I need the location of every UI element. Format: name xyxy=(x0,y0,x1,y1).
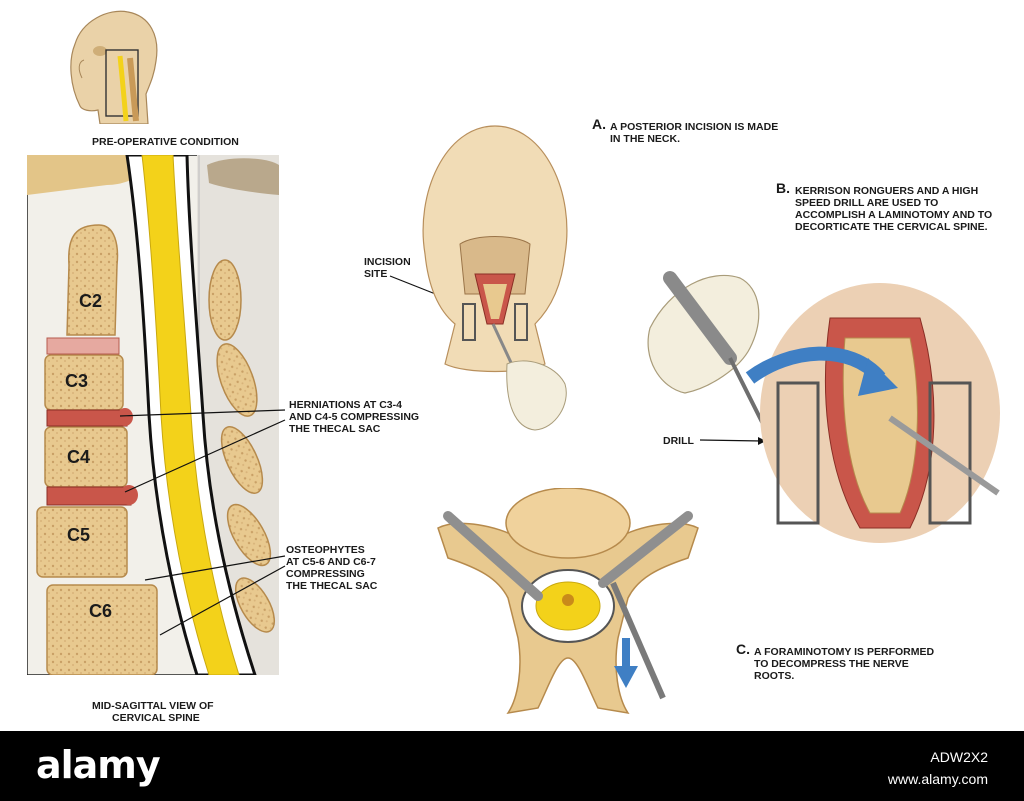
site-url: www.alamy.com xyxy=(887,771,988,787)
step-c-letter: C. xyxy=(736,641,750,657)
preop-caption: PRE-OPERATIVE CONDITION xyxy=(92,136,239,148)
herniation-label: HERNIATIONS AT C3-4 AND C4-5 COMPRESSING… xyxy=(289,399,420,435)
step-b-letter: B. xyxy=(776,180,790,196)
step-b-text: KERRISON RONGUERS AND A HIGH SPEED DRILL… xyxy=(795,185,993,233)
sagittal-caption-line2: CERVICAL SPINE xyxy=(112,712,200,724)
image-id: ADW2X2 xyxy=(930,749,988,765)
drill-label: DRILL xyxy=(663,435,694,447)
preop-head-illustration xyxy=(70,10,158,124)
vertebra-label-c6: C6 xyxy=(89,601,112,621)
foraminotomy-illustration xyxy=(437,488,699,715)
incision-site-label: INCISION SITE xyxy=(364,256,411,280)
vertebra-label-c4: C4 xyxy=(67,447,90,467)
laminotomy-illustration xyxy=(647,271,1000,543)
posterior-incision-illustration xyxy=(422,125,568,431)
vertebra-label-c3: C3 xyxy=(65,371,88,391)
vertebra-label-c2: C2 xyxy=(79,291,102,311)
vertebra-label-c5: C5 xyxy=(67,525,90,545)
sagittal-caption-line1: MID-SAGITTAL VIEW OF xyxy=(92,700,214,712)
footer-bar: alamy ADW2X2 www.alamy.com xyxy=(0,731,1024,801)
step-c-text: A FORAMINOTOMY IS PERFORMED TO DECOMPRES… xyxy=(754,646,935,682)
step-a-text: A POSTERIOR INCISION IS MADE IN THE NECK… xyxy=(610,121,779,145)
step-a-letter: A. xyxy=(592,116,606,132)
alamy-logo: alamy xyxy=(36,743,161,787)
osteophyte-label: OSTEOPHYTES AT C5-6 AND C6-7 COMPRESSING… xyxy=(286,544,378,592)
